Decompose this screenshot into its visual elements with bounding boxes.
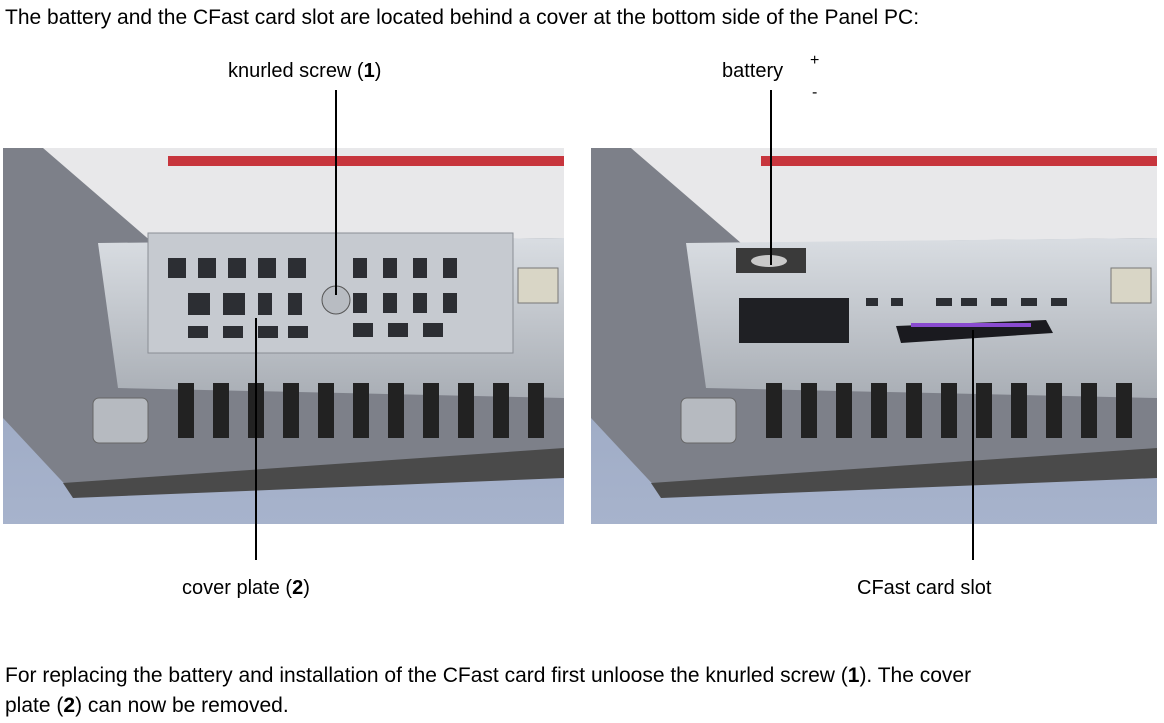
intro-text: The battery and the CFast card slot are …	[5, 6, 920, 29]
callout-line-screw	[335, 90, 337, 295]
callout-line-cover	[255, 318, 257, 560]
label-text: )	[303, 577, 310, 599]
photo-cover-removed	[591, 148, 1157, 524]
callout-line-cfast	[972, 330, 974, 560]
text: For replacing the battery and installati…	[5, 664, 848, 687]
number: 2	[63, 694, 76, 717]
text: ). The cover	[859, 664, 972, 687]
photo-cover-closed	[3, 148, 564, 524]
label-knurled-screw: knurled screw (1)	[228, 59, 381, 83]
label-plus: +	[810, 52, 820, 69]
label-text: cover plate (	[182, 577, 293, 599]
text: plate (	[5, 694, 64, 717]
label-text: )	[374, 60, 382, 82]
label-cover-plate: cover plate (2)	[182, 576, 310, 600]
label-battery: battery	[722, 60, 784, 82]
label-number: 1	[363, 60, 375, 82]
callout-line-battery	[770, 90, 772, 265]
label-number: 2	[292, 577, 304, 599]
label-minus: -	[812, 84, 818, 101]
label-cfast-slot: CFast card slot	[857, 577, 992, 599]
label-text: knurled screw (	[228, 60, 364, 82]
number: 1	[847, 664, 860, 687]
text: ) can now be removed.	[75, 694, 289, 717]
instruction-line-1: For replacing the battery and installati…	[5, 664, 971, 688]
instruction-line-2: plate (2) can now be removed.	[5, 694, 289, 718]
